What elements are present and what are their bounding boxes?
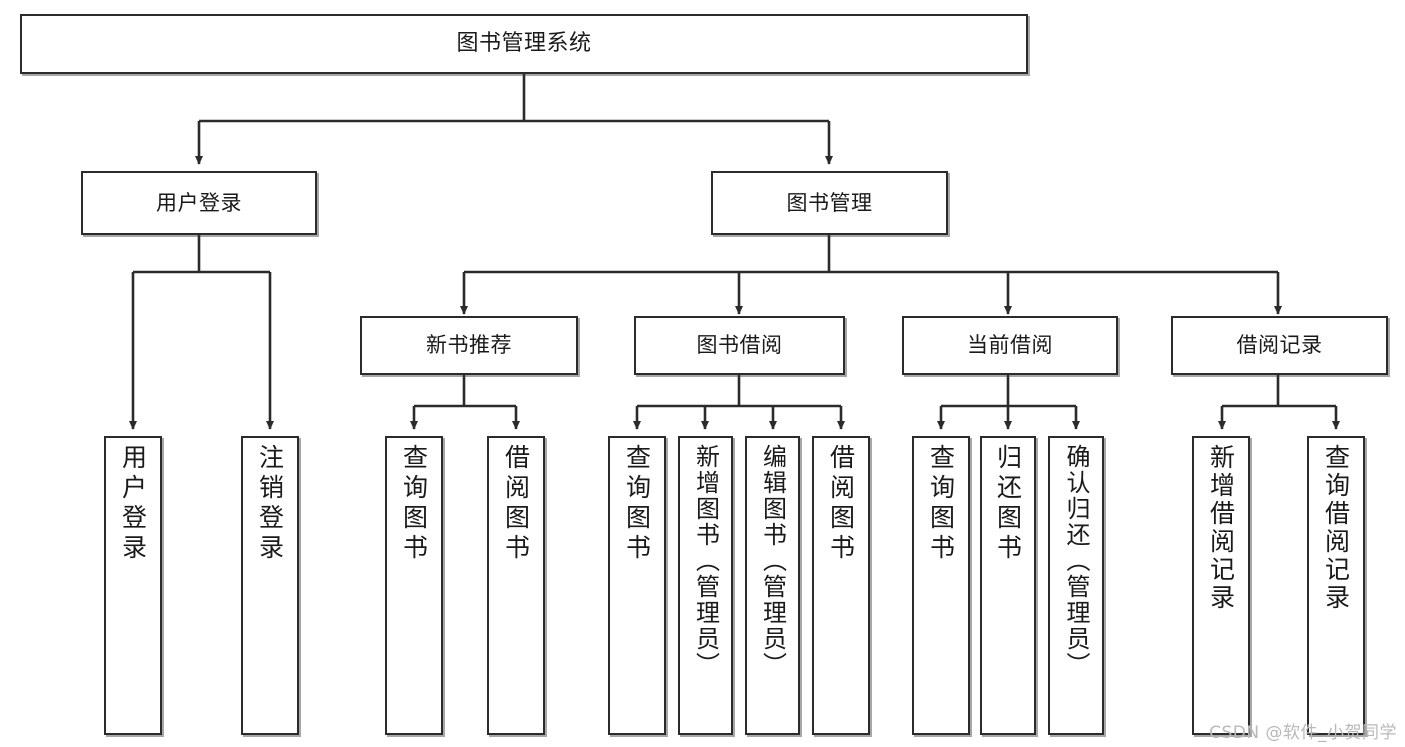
node-book-manage[interactable]: 图书管理 bbox=[711, 171, 948, 235]
node-leaf-add-record[interactable]: 新增借阅记录 bbox=[1192, 436, 1250, 735]
watermark-text: CSDN @软件_小贺同学 bbox=[1209, 723, 1397, 743]
node-leaf-query-book-1-label: 查询图书 bbox=[399, 444, 429, 564]
node-leaf-user-logout[interactable]: 注销登录 bbox=[241, 436, 299, 735]
node-leaf-user-logout-label: 注销登录 bbox=[255, 444, 285, 564]
node-borrow-record[interactable]: 借阅记录 bbox=[1171, 316, 1388, 375]
node-leaf-edit-book-label: 编辑图书（管理员） bbox=[758, 444, 787, 678]
node-leaf-query-book-1[interactable]: 查询图书 bbox=[385, 436, 443, 735]
node-leaf-query-book-2-label: 查询图书 bbox=[622, 444, 652, 564]
node-root-label: 图书管理系统 bbox=[456, 31, 592, 57]
node-current-borrow-label: 当前借阅 bbox=[967, 333, 1053, 358]
node-leaf-confirm-return-label: 确认归还（管理员） bbox=[1062, 444, 1090, 678]
node-leaf-add-record-label: 新增借阅记录 bbox=[1206, 444, 1236, 612]
node-book-borrow-label: 图书借阅 bbox=[696, 333, 783, 358]
node-leaf-query-book-3-label: 查询图书 bbox=[926, 444, 956, 564]
node-book-borrow[interactable]: 图书借阅 bbox=[634, 316, 845, 375]
node-leaf-query-book-3[interactable]: 查询图书 bbox=[912, 436, 970, 735]
node-user-login-label: 用户登录 bbox=[156, 190, 242, 215]
node-book-manage-label: 图书管理 bbox=[786, 190, 873, 215]
node-root[interactable]: 图书管理系统 bbox=[20, 14, 1028, 74]
node-leaf-add-book-label: 新增图书（管理员） bbox=[691, 444, 720, 678]
node-leaf-confirm-return[interactable]: 确认归还（管理员） bbox=[1048, 436, 1104, 735]
node-user-login[interactable]: 用户登录 bbox=[81, 171, 317, 235]
node-leaf-user-login-label: 用户登录 bbox=[118, 444, 148, 564]
node-new-book-recommend[interactable]: 新书推荐 bbox=[360, 316, 578, 375]
node-leaf-query-record[interactable]: 查询借阅记录 bbox=[1307, 436, 1365, 735]
node-leaf-borrow-book-1[interactable]: 借阅图书 bbox=[487, 436, 545, 735]
node-leaf-borrow-book-2-label: 借阅图书 bbox=[826, 444, 856, 564]
node-leaf-borrow-book-2[interactable]: 借阅图书 bbox=[812, 436, 870, 735]
node-leaf-return-book[interactable]: 归还图书 bbox=[980, 436, 1036, 735]
node-leaf-add-book[interactable]: 新增图书（管理员） bbox=[678, 436, 733, 735]
node-current-borrow[interactable]: 当前借阅 bbox=[902, 316, 1118, 375]
node-leaf-query-book-2[interactable]: 查询图书 bbox=[608, 436, 666, 735]
node-leaf-return-book-label: 归还图书 bbox=[993, 444, 1023, 564]
node-borrow-record-label: 借阅记录 bbox=[1236, 333, 1323, 358]
node-leaf-edit-book[interactable]: 编辑图书（管理员） bbox=[745, 436, 800, 735]
node-new-book-recommend-label: 新书推荐 bbox=[426, 333, 512, 358]
node-leaf-query-record-label: 查询借阅记录 bbox=[1321, 444, 1351, 612]
node-leaf-borrow-book-1-label: 借阅图书 bbox=[501, 444, 531, 564]
node-leaf-user-login[interactable]: 用户登录 bbox=[104, 436, 162, 735]
